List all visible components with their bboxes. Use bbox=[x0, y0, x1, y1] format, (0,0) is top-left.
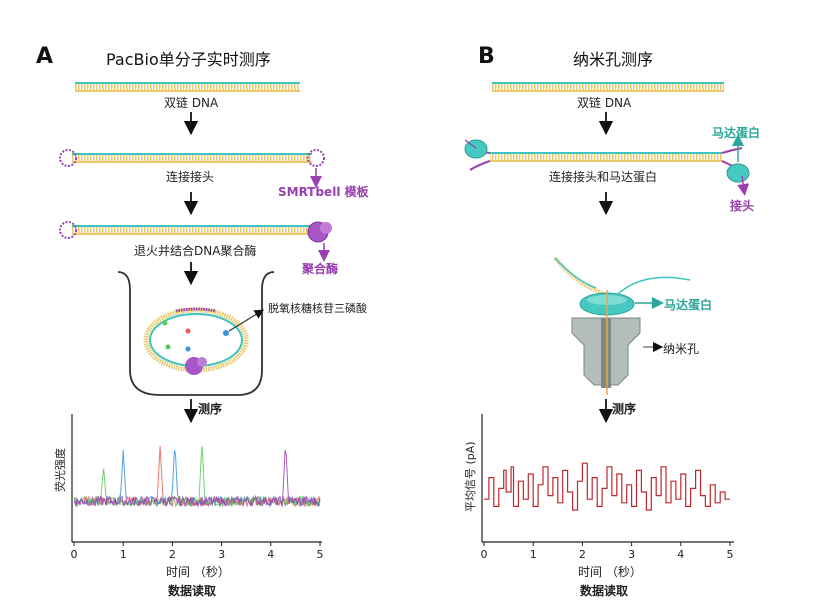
arrow-adapter bbox=[737, 175, 750, 196]
current-signal-series bbox=[484, 462, 730, 511]
chart-b-xtick-label: 3 bbox=[628, 548, 635, 561]
label-sequencing-a: 测序 bbox=[198, 402, 223, 416]
chart-a-xtick-label: 3 bbox=[218, 548, 225, 561]
chart-b-xtick-label: 5 bbox=[727, 548, 734, 561]
chart-a-xtick-label: 5 bbox=[317, 548, 324, 561]
template-with-polymerase bbox=[59, 221, 332, 243]
dna-double-strand-a bbox=[75, 82, 300, 92]
label-sequencing-b: 测序 bbox=[612, 402, 637, 416]
smrtbell-template bbox=[59, 149, 325, 167]
dna-double-strand-b bbox=[492, 82, 724, 92]
chart-b-axes bbox=[481, 414, 734, 543]
chart-b-xtick-label: 4 bbox=[677, 548, 684, 561]
arrow-dntp bbox=[228, 309, 265, 332]
label-adapter-motor: 连接接头和马达蛋白 bbox=[549, 170, 658, 184]
label-ligation: 连接接头 bbox=[166, 170, 215, 184]
circular-template bbox=[143, 307, 249, 375]
chart-b-xtick-label: 2 bbox=[579, 548, 586, 561]
chart-b-ylabel: 平均信号 (pA) bbox=[464, 441, 477, 512]
panel-letter-a: A bbox=[36, 44, 54, 69]
zmw-well bbox=[117, 271, 275, 396]
current-signal-chart bbox=[484, 462, 730, 511]
chart-b-xtick-label: 1 bbox=[530, 548, 537, 561]
readout-a: 数据读取 bbox=[168, 584, 217, 598]
chart-a-xtick-label: 0 bbox=[71, 548, 78, 561]
label-smrtbell: SMRTbell 模板 bbox=[278, 185, 369, 199]
adapter-tick bbox=[464, 139, 477, 149]
chart-a-xlabel: 时间 （秒） bbox=[166, 565, 230, 579]
chart-a-axes bbox=[71, 414, 322, 543]
chart-a-ylabel: 荧光强度 bbox=[54, 448, 67, 492]
chart-b-xlabel: 时间 （秒） bbox=[578, 565, 642, 579]
label-nanopore: 纳米孔 bbox=[663, 342, 700, 356]
nanopore-assembly bbox=[553, 256, 691, 395]
label-double-strand-a: 双链 DNA bbox=[164, 96, 219, 110]
chart-a-xtick-label: 4 bbox=[267, 548, 274, 561]
chart-a-ticks: 0 1 2 3 4 5 bbox=[71, 542, 324, 561]
readout-b: 数据读取 bbox=[580, 584, 629, 598]
label-polymerase: 聚合酶 bbox=[302, 262, 339, 276]
label-anneal: 退火并结合DNA聚合酶 bbox=[134, 244, 257, 258]
label-dntp: 脱氧核糖核苷三磷酸 bbox=[268, 302, 367, 315]
label-motor-top: 马达蛋白 bbox=[712, 126, 761, 140]
panel-title-b: 纳米孔测序 bbox=[573, 50, 654, 69]
dntp-dots bbox=[162, 320, 229, 352]
chart-b-ticks: 0 1 2 3 4 5 bbox=[481, 542, 734, 561]
fluorescence-chart bbox=[73, 445, 321, 508]
label-double-strand-b: 双链 DNA bbox=[577, 96, 632, 110]
panel-letter-b: B bbox=[478, 44, 495, 69]
chart-a-xtick-label: 2 bbox=[169, 548, 176, 561]
label-adapter: 接头 bbox=[730, 199, 755, 213]
chart-a-xtick-label: 1 bbox=[120, 548, 127, 561]
panel-title-a: PacBio单分子实时测序 bbox=[106, 50, 271, 69]
fluorescence-series-3 bbox=[73, 449, 321, 508]
label-motor-mid: 马达蛋白 bbox=[664, 298, 713, 312]
chart-b-xtick-label: 0 bbox=[481, 548, 488, 561]
